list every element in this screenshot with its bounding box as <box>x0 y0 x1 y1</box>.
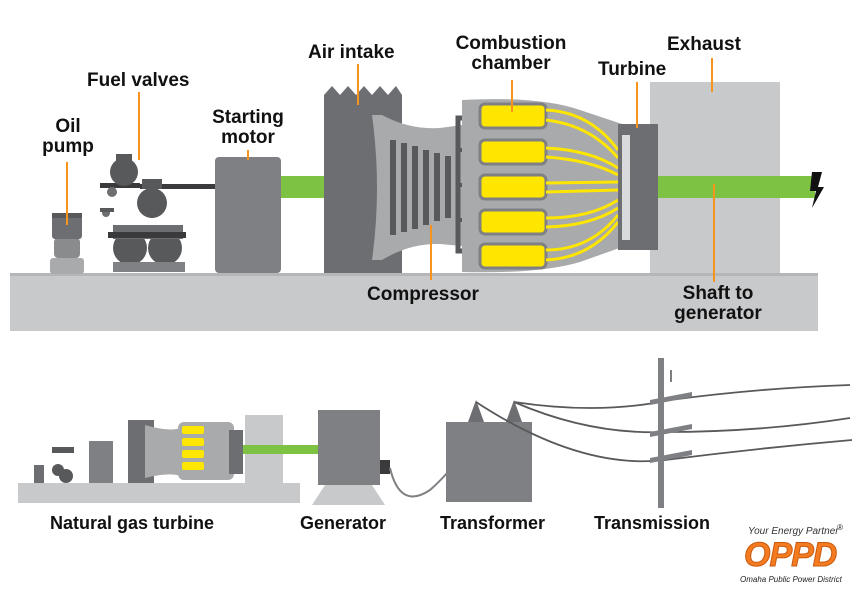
fuel-valves <box>100 154 186 272</box>
logo-tagline: Your Energy Partner <box>748 526 839 537</box>
oil-pump <box>50 213 84 274</box>
starting-motor <box>215 157 281 273</box>
base-platform <box>10 273 818 331</box>
generator-label: Generator <box>300 513 387 533</box>
natural-gas-turbine-label: Natural gas turbine <box>50 513 215 533</box>
transmission-label: Transmission <box>594 513 711 533</box>
mini-turbine <box>18 415 318 503</box>
compressor <box>372 115 462 260</box>
generator <box>312 410 390 505</box>
fuel-valves-label: Fuel valves <box>87 70 190 91</box>
lightning-bolt-icon <box>810 172 824 208</box>
compressor-label: Compressor <box>367 284 479 305</box>
leader-lines <box>66 58 715 282</box>
turbine <box>618 124 658 250</box>
logo-registered: ® <box>837 523 843 532</box>
combustion-cans <box>478 102 620 270</box>
transmission-pole <box>650 358 692 508</box>
turbine-label: Turbine <box>598 59 667 80</box>
exhaust-label: Exhaust <box>667 34 741 55</box>
air-intake-label: Air intake <box>308 42 395 63</box>
transformer-label: Transformer <box>440 513 546 533</box>
logo-subtitle: Omaha Public Power District <box>740 575 842 584</box>
transformer <box>446 400 532 502</box>
logo-wordmark: OPPD <box>743 536 837 575</box>
